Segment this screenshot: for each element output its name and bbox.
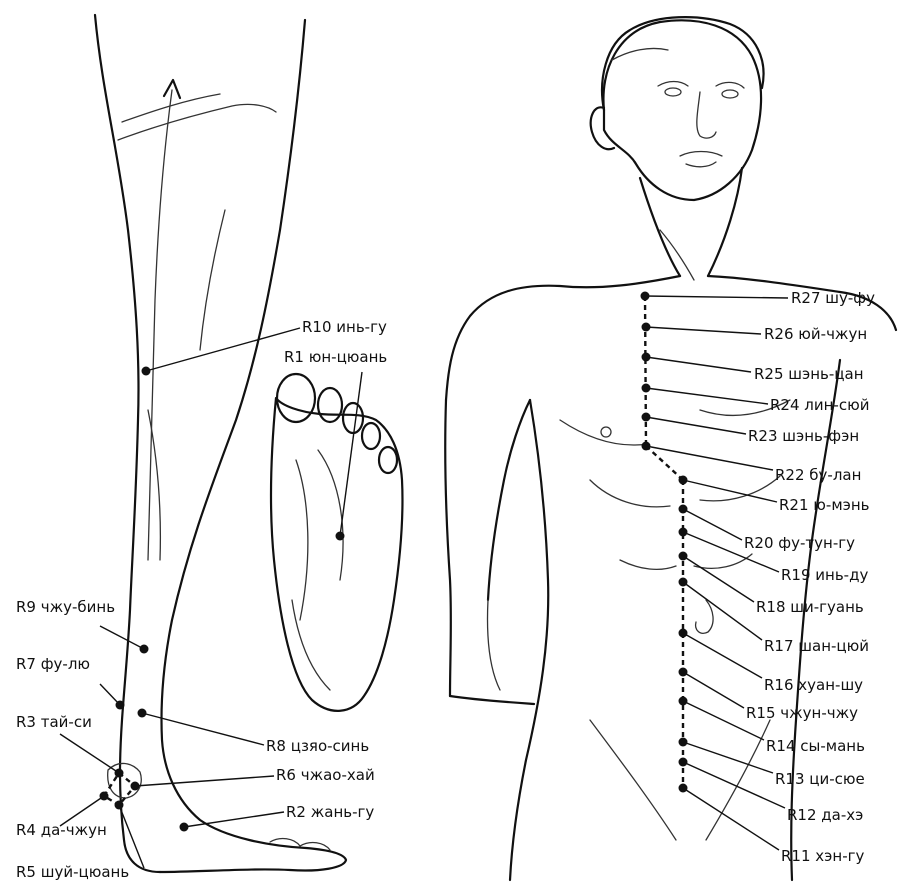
acupoint-r3: R3 тай-си: [16, 713, 124, 778]
leader-line: [646, 327, 761, 334]
leader-line: [683, 633, 762, 678]
acupoint-label: R18 ши-гуань: [756, 598, 864, 616]
acupoint-marker: [138, 709, 147, 718]
acupoint-label: R14 сы-мань: [766, 737, 865, 755]
acupoint-label: R27 шу-фу: [791, 289, 875, 307]
acupoint-marker: [642, 384, 651, 393]
acupoint-label: R4 да-чжун: [16, 821, 107, 839]
foot-sole-drawing: [271, 374, 403, 711]
leader-line: [100, 626, 144, 649]
acupoint-r12: R12 да-хэ: [679, 758, 864, 825]
acupoint-marker: [679, 528, 688, 537]
acupoint-r10: R10 инь-гу: [142, 318, 387, 376]
acupoint-marker: [140, 645, 149, 654]
leader-line: [146, 328, 300, 371]
acupoint-marker: [642, 413, 651, 422]
acupoint-r7: R7 фу-лю: [16, 655, 125, 710]
acupoint-r25: R25 шэнь-цан: [642, 353, 864, 384]
acupoint-label: R6 чжао-хай: [276, 766, 375, 784]
acupoint-label: R12 да-хэ: [787, 806, 863, 824]
acupoint-label: R26 юй-чжун: [764, 325, 867, 343]
leader-line: [683, 762, 785, 808]
acupoint-marker: [679, 784, 688, 793]
acupoint-marker: [116, 701, 125, 710]
acupoint-r27: R27 шу-фу: [641, 289, 876, 307]
acupoint-marker: [679, 668, 688, 677]
acupoint-r11: R11 хэн-гу: [679, 784, 865, 866]
acupoint-marker: [115, 801, 124, 810]
acupoint-label: R17 шан-цюй: [764, 637, 869, 655]
leader-line: [135, 776, 274, 786]
acupoint-label: R25 шэнь-цан: [754, 365, 864, 383]
acupoint-label: R19 инь-ду: [781, 566, 868, 584]
acupoint-r8: R8 цзяо-синь: [138, 709, 370, 756]
acupoint-r26: R26 юй-чжун: [642, 323, 868, 344]
acupoint-r4: R4 да-чжун: [16, 792, 109, 840]
acupoint-label: R22 бу-лан: [775, 466, 861, 484]
acupoint-marker: [642, 353, 651, 362]
leader-line: [142, 713, 264, 745]
acupoint-r22: R22 бу-лан: [642, 442, 862, 485]
acupoint-marker: [131, 782, 140, 791]
acupoint-marker: [679, 629, 688, 638]
acupoint-marker: [642, 442, 651, 451]
acupoint-marker: [679, 738, 688, 747]
acupoint-r1: R1 юн-цюань: [284, 348, 387, 541]
acupoints-layer: R1 юн-цюань R2 жань-гу R3 тай-си R4 да-чжун…: [16, 289, 875, 881]
acupoint-label: R5 шуй-цюань: [16, 863, 129, 881]
acupoint-marker: [679, 697, 688, 706]
acupoint-label: R8 цзяо-синь: [266, 737, 369, 755]
leader-line: [646, 357, 751, 372]
acupoint-label: R13 ци-сюе: [775, 770, 865, 788]
acupoint-r2: R2 жань-гу: [180, 803, 375, 832]
acupoint-marker: [679, 758, 688, 767]
acupoint-marker: [336, 532, 345, 541]
acupoint-marker: [679, 476, 688, 485]
leader-line: [340, 372, 362, 536]
acupoint-r17: R17 шан-цюй: [679, 578, 870, 656]
acupoint-marker: [679, 578, 688, 587]
acupoint-label: R20 фу-тун-гу: [744, 534, 855, 552]
acupoint-label: R7 фу-лю: [16, 655, 90, 673]
acupoint-marker: [679, 505, 688, 514]
leader-line: [646, 417, 746, 434]
acupoint-label: R2 жань-гу: [286, 803, 374, 821]
leader-line: [683, 672, 744, 708]
acupoint-marker: [142, 367, 151, 376]
acupoint-label: R15 чжун-чжу: [746, 704, 858, 722]
acupoint-label: R23 шэнь-фэн: [748, 427, 859, 445]
acupoint-marker: [115, 769, 124, 778]
acupoint-label: R3 тай-си: [16, 713, 92, 731]
leader-line: [683, 556, 754, 602]
acupoint-marker: [180, 823, 189, 832]
acupoint-marker: [642, 323, 651, 332]
leader-line: [645, 296, 788, 298]
leader-line: [683, 582, 762, 640]
acupoint-r23: R23 шэнь-фэн: [642, 413, 860, 446]
acupoint-marker: [679, 552, 688, 561]
leader-line: [60, 734, 119, 773]
leader-line: [646, 388, 768, 404]
acupoint-label: R24 лин-сюй: [770, 396, 869, 414]
acupoint-marker: [100, 792, 109, 801]
acupoint-label: R21 ю-мэнь: [779, 496, 870, 514]
acupoint-label: R9 чжу-бинь: [16, 598, 115, 616]
acupoint-label: R10 инь-гу: [302, 318, 387, 336]
acupoint-label: R11 хэн-гу: [781, 847, 864, 865]
acupoint-label: R16 хуан-шу: [764, 676, 863, 694]
leader-line: [683, 480, 777, 502]
leader-line: [646, 446, 773, 470]
acupoint-label: R1 юн-цюань: [284, 348, 387, 366]
acupoint-marker: [641, 292, 650, 301]
